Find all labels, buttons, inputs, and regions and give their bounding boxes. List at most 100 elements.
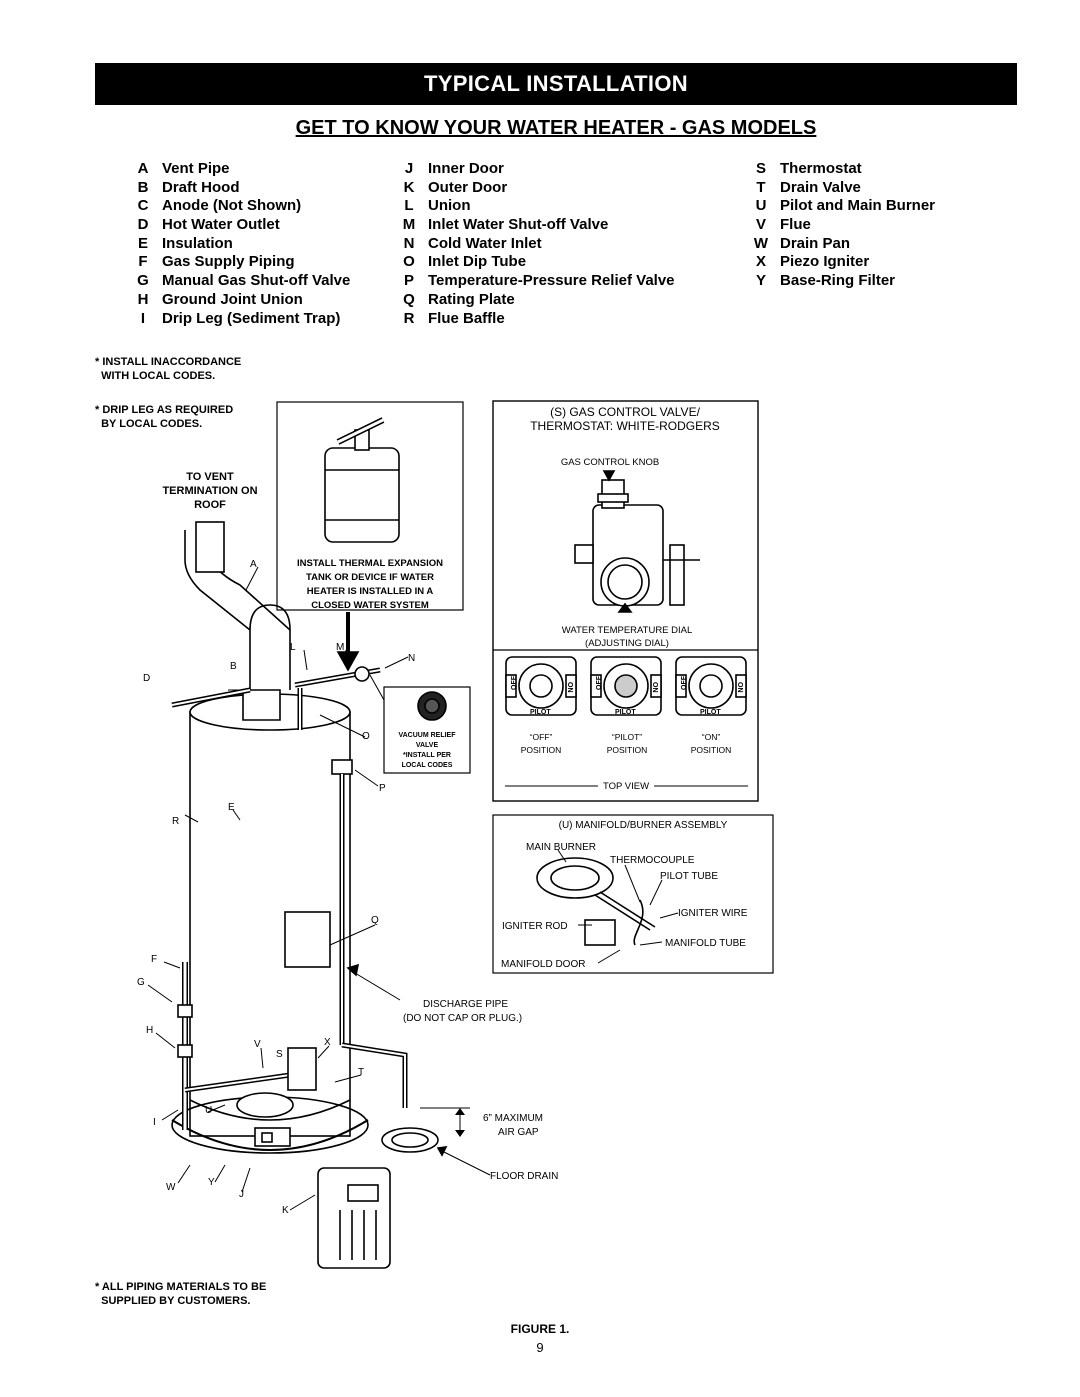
- legend-letter: M: [402, 216, 416, 234]
- diagram-letter-e: E: [228, 802, 235, 813]
- legend-label: Drain Valve: [780, 178, 861, 196]
- diagram-letter-p: P: [379, 783, 386, 794]
- legend-letter: I: [140, 309, 146, 327]
- position-name-on: “ON”: [702, 732, 721, 742]
- position-label-off: POSITION: [521, 745, 562, 755]
- diagram-letter-f: F: [151, 954, 157, 965]
- legend-letter: K: [403, 178, 415, 196]
- off-knob-icon: [505, 656, 577, 716]
- legend-letter: R: [403, 309, 415, 327]
- legend-label: Rating Plate: [428, 290, 515, 308]
- air-gap-label: 6” MAXIMUM: [483, 1113, 543, 1124]
- position-name-off: “OFF”: [530, 732, 553, 742]
- section-banner: TYPICAL INSTALLATION: [95, 63, 1017, 105]
- legend-label: Drain Pan: [780, 234, 851, 252]
- legend-letter: U: [755, 197, 767, 215]
- legend-letter: W: [753, 234, 769, 252]
- diagram-letter-x: X: [324, 1037, 331, 1048]
- diagram-letter-q: Q: [371, 915, 379, 926]
- gas-control-knob-label: GAS CONTROL KNOB: [561, 457, 659, 468]
- diagram-letter-u: U: [205, 1105, 212, 1116]
- temperature-dial-label: WATER TEMPERATURE DIAL: [562, 625, 693, 636]
- discharge-pipe-label: DISCHARGE PIPE: [423, 999, 508, 1010]
- main-burner-label: MAIN BURNER: [526, 842, 596, 853]
- diagram-letter-l: L: [290, 642, 296, 653]
- expansion-note-line: INSTALL THERMAL EXPANSION: [297, 558, 443, 569]
- vacuum-relief-box: [383, 686, 471, 774]
- legend-letter: T: [756, 178, 766, 196]
- diagram-letter-o: O: [362, 731, 370, 742]
- legend-label: Vent Pipe: [162, 160, 230, 177]
- legend-letter: F: [138, 253, 148, 271]
- legend-letter: Q: [403, 290, 415, 308]
- legend-letter: J: [404, 160, 414, 177]
- legend-item: A Vent Pipe: [132, 160, 350, 179]
- vacuum-note-line: LOCAL CODES: [402, 762, 453, 769]
- knob-labels: OFF ON PILOT OFF ON PILOT OFF ON PILOT: [511, 675, 743, 716]
- legend-label: Hot Water Outlet: [162, 216, 280, 234]
- vacuum-note-line: VACUUM RELIEF: [398, 732, 456, 739]
- legend-letter: X: [755, 253, 766, 271]
- legend-letter: A: [137, 160, 149, 177]
- expansion-note-line: TANK OR DEVICE IF WATER: [306, 572, 434, 583]
- manifold-door-label: MANIFOLD DOOR: [501, 959, 585, 970]
- gas-control-box: [492, 400, 759, 802]
- knob-label-off: OFF: [681, 675, 688, 690]
- manifold-title: (U) MANIFOLD/BURNER ASSEMBLY: [559, 820, 728, 831]
- legend-letter: E: [137, 234, 148, 252]
- diagram-letter-k: K: [282, 1205, 289, 1216]
- legend-label: Cold Water Inlet: [428, 234, 542, 252]
- diagram-letter-v: V: [254, 1039, 261, 1050]
- knob-label-off: OFF: [596, 675, 603, 690]
- diagram-letter-g: G: [137, 977, 145, 988]
- figure-caption: FIGURE 1.: [510, 1322, 570, 1336]
- position-label-pilot: POSITION: [607, 745, 648, 755]
- drip-leg-note: * DRIP LEG AS REQUIRED BY LOCAL CODES.: [95, 404, 234, 430]
- legend-label: Inlet Water Shut-off Valve: [428, 216, 609, 234]
- legend-label: Draft Hood: [162, 178, 240, 196]
- legend-label: Thermostat: [780, 160, 862, 177]
- vacuum-relief-valve-icon: [417, 691, 447, 721]
- diagram-letter-n: N: [408, 653, 415, 664]
- legend-letter: B: [137, 178, 149, 196]
- diagram-letter-s: S: [276, 1049, 283, 1060]
- page-subtitle: GET TO KNOW YOUR WATER HEATER - GAS MODE…: [295, 117, 817, 139]
- on-knob-icon: [675, 656, 747, 716]
- legend-label: Union: [428, 197, 471, 215]
- diagram-letter-b: B: [230, 661, 237, 672]
- legend-letter: P: [403, 272, 414, 290]
- diagram-letter-a: A: [250, 559, 257, 570]
- legend-letter: H: [137, 290, 149, 308]
- manifold-box: [492, 814, 774, 974]
- manifold-burner-icon: [536, 849, 679, 964]
- vent-termination-note: TO VENT TERMINATION ON ROOF: [162, 471, 258, 511]
- down-arrow-icon: [336, 612, 360, 672]
- expansion-tank-box: [276, 401, 464, 611]
- diagram-letter-y: Y: [208, 1177, 215, 1188]
- legend-item: Q Rating Plate: [398, 291, 675, 310]
- manifold-tube-label: MANIFOLD TUBE: [665, 938, 746, 949]
- legend-letter: Y: [755, 272, 766, 290]
- page-number: 9: [536, 1340, 544, 1355]
- expansion-note-line: HEATER IS INSTALLED IN A: [307, 586, 434, 597]
- legend-label: Pilot and Main Burner: [780, 197, 936, 215]
- legend-label: Inner Door: [428, 160, 504, 177]
- gas-control-valve-icon: [574, 470, 700, 613]
- vacuum-note-line: *INSTALL PER: [403, 752, 451, 759]
- legend-letter: G: [137, 272, 149, 290]
- legend-letter: O: [403, 253, 415, 271]
- diagram-letter-d: D: [143, 673, 150, 684]
- legend-label: Flue: [780, 216, 811, 234]
